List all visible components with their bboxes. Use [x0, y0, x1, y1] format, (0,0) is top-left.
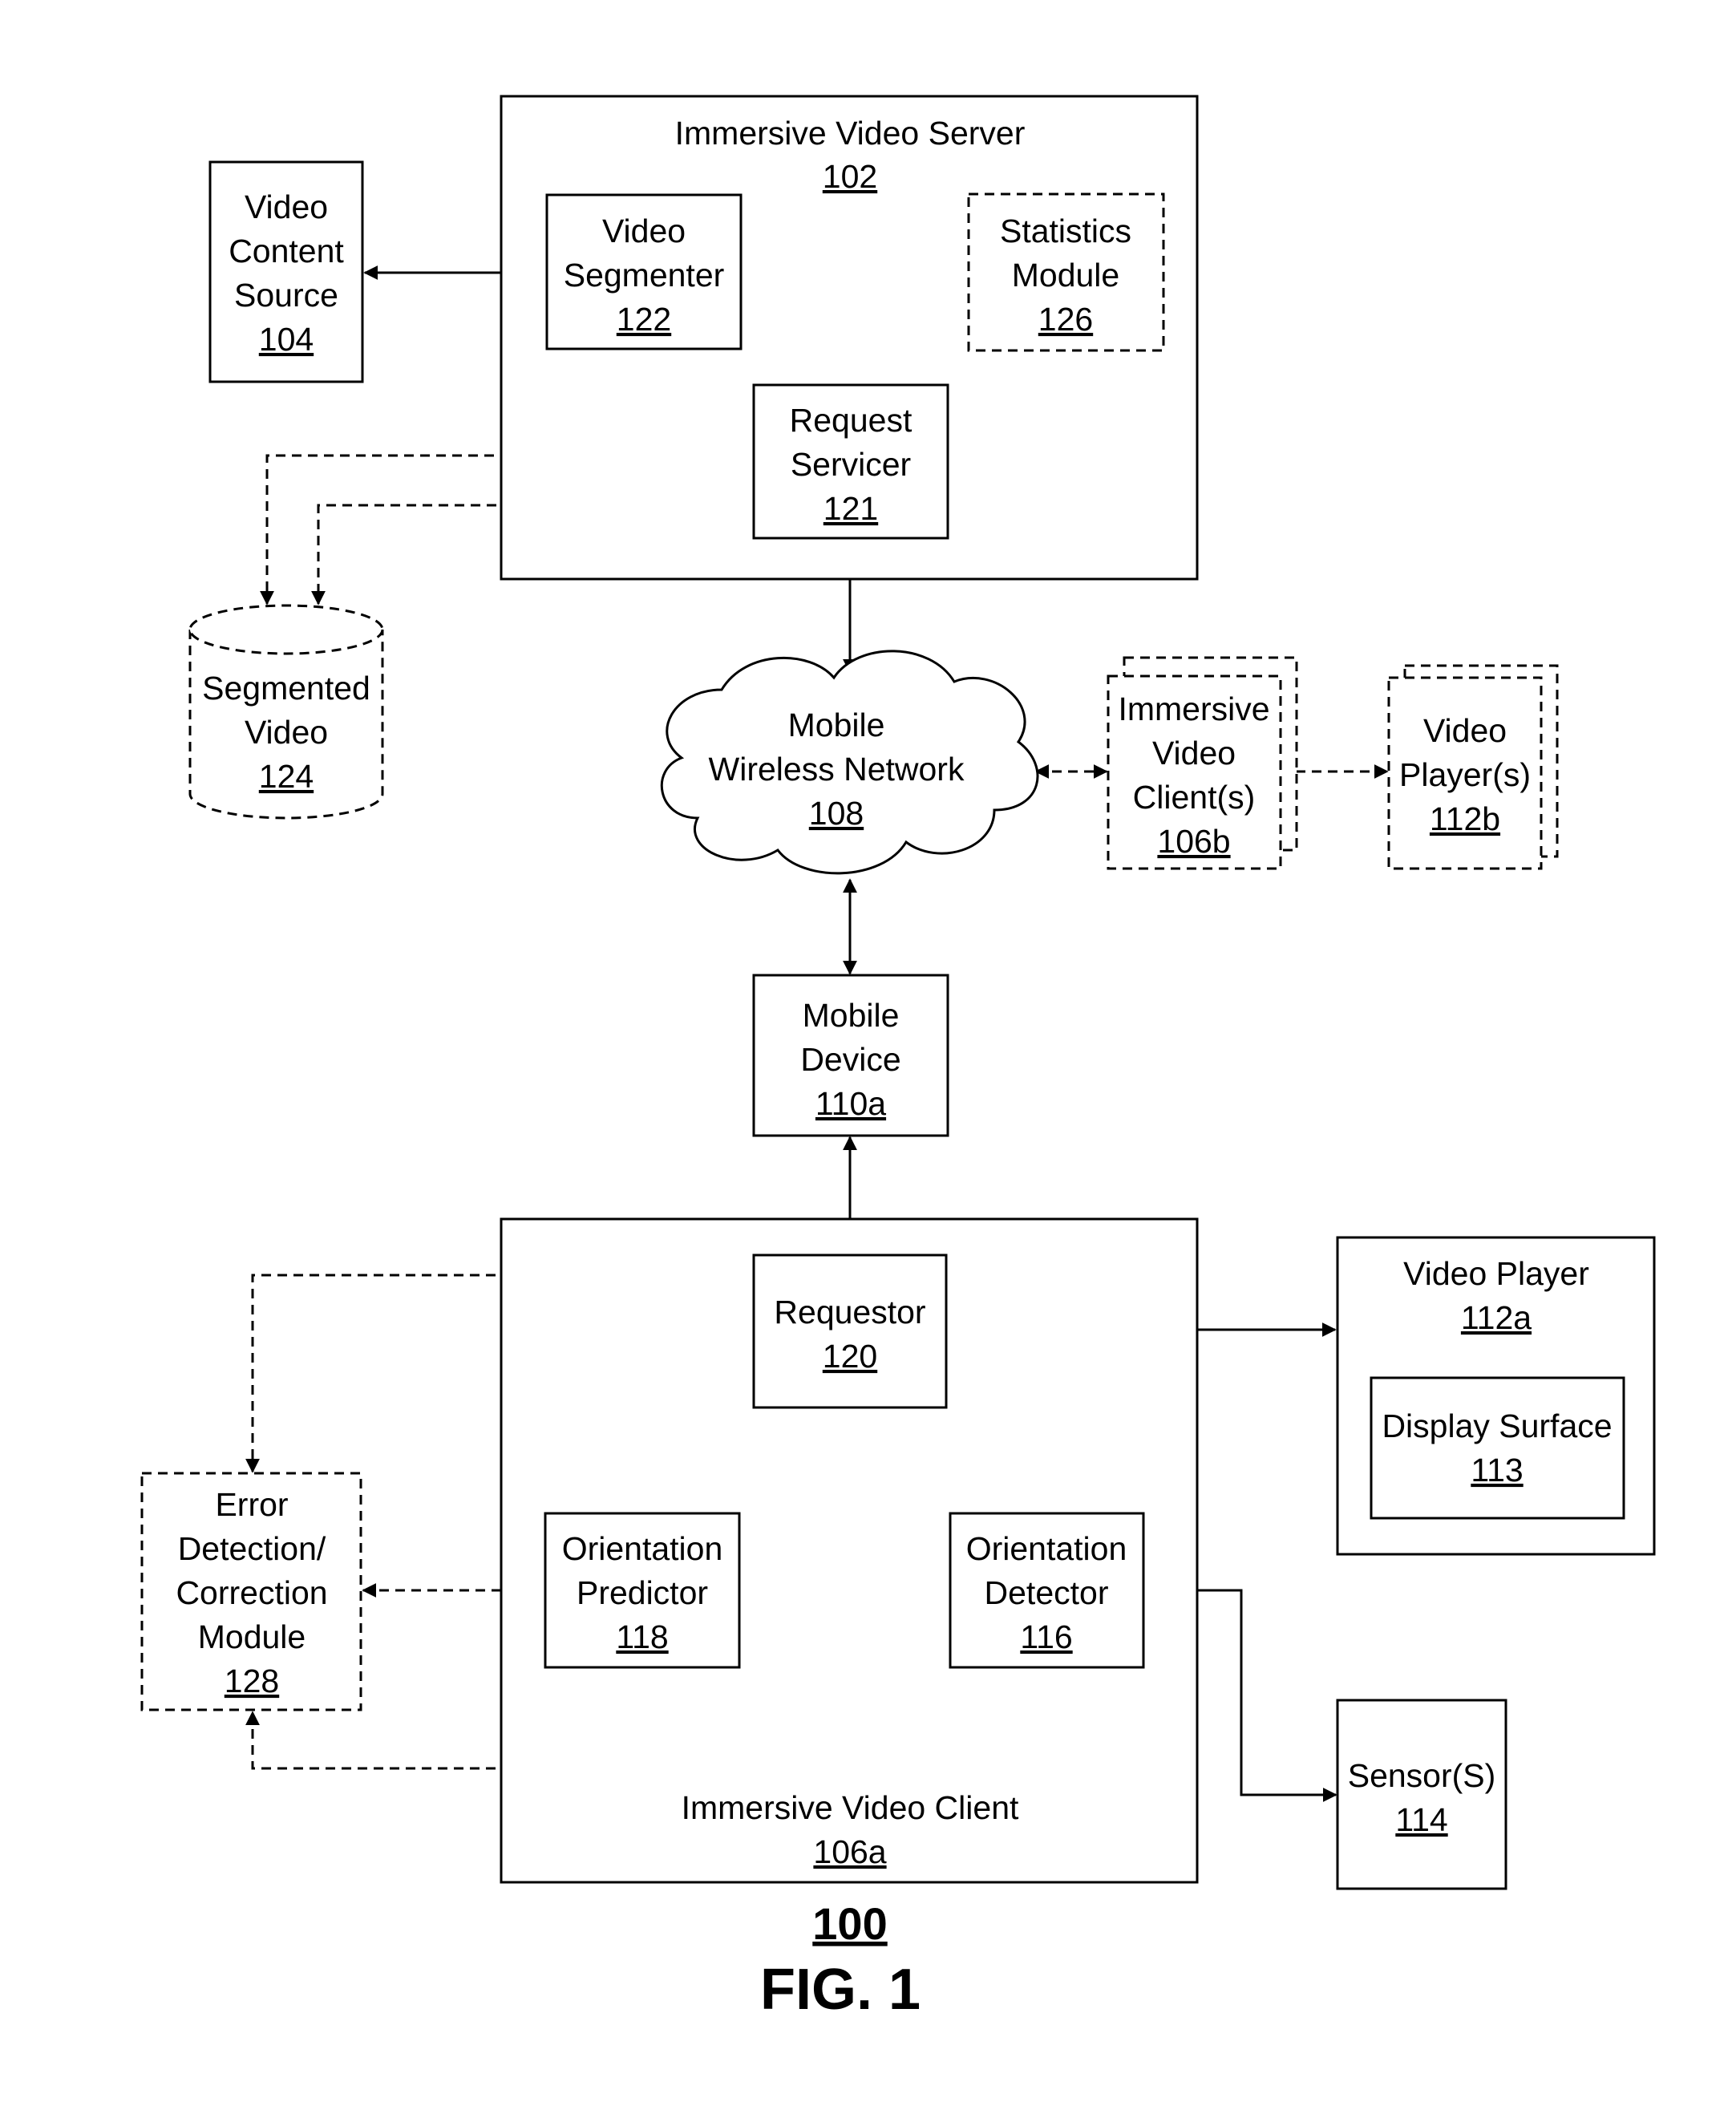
segmented-ref: 124 — [259, 758, 314, 795]
segmenter-line-2: Segmenter — [564, 257, 725, 294]
figure-title: FIG. 1 — [760, 1958, 921, 2022]
mobile-device-line-2: Device — [800, 1041, 900, 1078]
error-line-1: Error — [215, 1486, 288, 1523]
segmented-line-2: Video — [245, 714, 328, 751]
clients-line-2: Video — [1152, 735, 1236, 772]
figure-number: 100 — [812, 1898, 887, 1949]
clients-line-1: Immersive — [1118, 691, 1269, 727]
segmented-line-1: Segmented — [202, 670, 370, 707]
statistics-line-2: Module — [1012, 257, 1119, 294]
players-line-2: Player(s) — [1399, 756, 1531, 793]
sensors-label: Sensor(S) — [1348, 1757, 1496, 1794]
segmenter-line-1: Video — [602, 213, 686, 249]
players-line-1: Video — [1423, 712, 1507, 749]
mobile-device-ref: 110a — [815, 1085, 886, 1122]
display-surface: Display Surface 113 — [1371, 1378, 1624, 1518]
mobile-wireless-network-cloud-icon: Mobile Wireless Network 108 — [662, 651, 1038, 873]
statistics-module: Statistics Module 126 — [969, 194, 1163, 350]
servicer-line-1: Request — [790, 402, 913, 439]
detector-ref: 116 — [1020, 1618, 1072, 1655]
video-players-stack: Video Player(s) 112b — [1389, 666, 1557, 869]
detector-line-1: Orientation — [966, 1530, 1127, 1567]
orientation-detector: Orientation Detector 116 — [950, 1513, 1143, 1667]
server-ref: 102 — [823, 158, 877, 195]
mobile-device-line-1: Mobile — [803, 997, 900, 1034]
display-surface-ref: 113 — [1471, 1452, 1523, 1488]
requestor-ref: 120 — [823, 1338, 877, 1375]
source-line-2: Content — [229, 233, 344, 269]
error-detection-correction-module: Error Detection/ Correction Module 128 — [142, 1473, 361, 1710]
video-player-ref: 112a — [1461, 1299, 1532, 1336]
error-line-4: Module — [198, 1618, 306, 1655]
requestor: Requestor 120 — [754, 1255, 946, 1407]
sensors-ref: 114 — [1395, 1801, 1447, 1838]
immersive-video-clients-stack: Immersive Video Client(s) 106b — [1108, 658, 1297, 869]
statistics-ref: 126 — [1038, 301, 1093, 338]
predictor-line-2: Predictor — [577, 1574, 708, 1611]
network-line-1: Mobile — [788, 707, 885, 743]
orientation-predictor: Orientation Predictor 118 — [545, 1513, 739, 1667]
figure-caption: 100 FIG. 1 — [760, 1898, 921, 2022]
error-line-3: Correction — [176, 1574, 327, 1611]
server-label: Immersive Video Server — [675, 115, 1026, 152]
error-line-2: Detection/ — [178, 1530, 326, 1567]
servicer-ref: 121 — [823, 490, 878, 527]
servicer-line-2: Servicer — [791, 446, 911, 483]
display-surface-label: Display Surface — [1382, 1407, 1612, 1444]
clients-line-3: Client(s) — [1133, 779, 1256, 816]
source-ref: 104 — [259, 321, 314, 358]
source-line-1: Video — [245, 188, 328, 225]
statistics-line-1: Statistics — [1000, 213, 1131, 249]
client-label: Immersive Video Client — [682, 1789, 1019, 1826]
video-player-label: Video Player — [1403, 1255, 1589, 1292]
segmented-video-database-icon: Segmented Video 124 — [190, 605, 382, 818]
source-line-3: Source — [234, 277, 338, 314]
players-ref: 112b — [1430, 800, 1500, 837]
predictor-ref: 118 — [616, 1618, 668, 1655]
requestor-label: Requestor — [774, 1294, 925, 1330]
client-ref: 106a — [813, 1833, 886, 1870]
video-content-source: Video Content Source 104 — [210, 162, 362, 382]
network-line-2: Wireless Network — [709, 751, 965, 788]
mobile-device: Mobile Device 110a — [754, 975, 948, 1136]
detector-line-2: Detector — [985, 1574, 1109, 1611]
error-ref: 128 — [225, 1663, 279, 1699]
video-segmenter: Video Segmenter 122 — [547, 195, 741, 349]
predictor-line-1: Orientation — [562, 1530, 723, 1567]
segmenter-ref: 122 — [617, 301, 671, 338]
network-ref: 108 — [809, 795, 864, 832]
clients-ref: 106b — [1157, 823, 1230, 860]
request-servicer: Request Servicer 121 — [754, 385, 948, 538]
sensors: Sensor(S) 114 — [1337, 1700, 1506, 1889]
